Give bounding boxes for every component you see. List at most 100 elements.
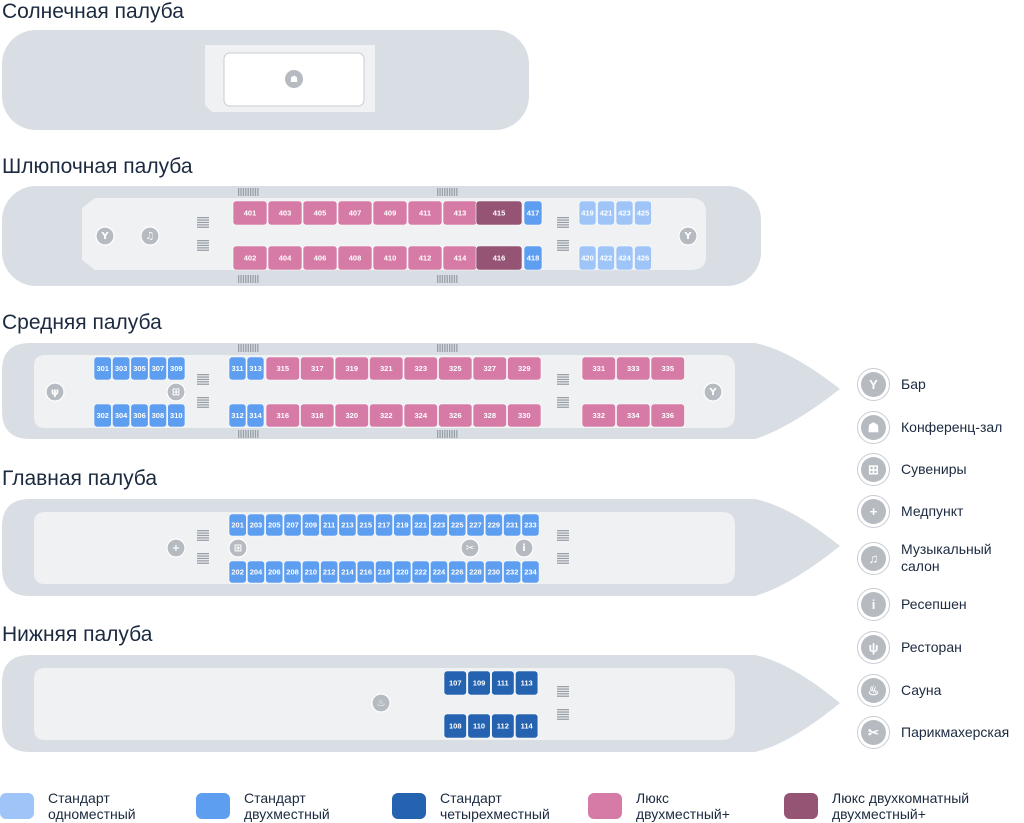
cabin-410[interactable]: 410 <box>372 245 408 271</box>
cabin-418[interactable]: 418 <box>523 245 543 271</box>
cabin-401[interactable]: 401 <box>232 200 268 226</box>
cabin-217[interactable]: 217 <box>375 513 393 537</box>
cabin-333[interactable]: 333 <box>616 356 651 381</box>
cabin-409[interactable]: 409 <box>372 200 408 226</box>
cabin-329[interactable]: 329 <box>507 356 542 381</box>
cabin-317[interactable]: 317 <box>300 356 335 381</box>
cabin-315[interactable]: 315 <box>265 356 300 381</box>
cabin-424[interactable]: 424 <box>615 245 634 271</box>
cabin-318[interactable]: 318 <box>300 403 335 428</box>
cabin-112[interactable]: 112 <box>491 713 515 739</box>
cabin-109[interactable]: 109 <box>467 670 491 696</box>
cabin-301[interactable]: 301 <box>93 356 112 381</box>
cabin-314[interactable]: 314 <box>246 403 265 428</box>
cabin-202[interactable]: 202 <box>228 560 247 584</box>
cabin-326[interactable]: 326 <box>438 403 473 428</box>
cabin-224[interactable]: 224 <box>429 560 448 584</box>
cabin-220[interactable]: 220 <box>393 560 412 584</box>
cabin-204[interactable]: 204 <box>247 560 265 584</box>
cabin-211[interactable]: 211 <box>320 513 339 537</box>
cabin-310[interactable]: 310 <box>167 403 186 428</box>
cabin-336[interactable]: 336 <box>650 403 685 428</box>
cabin-312[interactable]: 312 <box>228 403 247 428</box>
cabin-208[interactable]: 208 <box>283 560 302 584</box>
cabin-323[interactable]: 323 <box>403 356 438 381</box>
cabin-324[interactable]: 324 <box>403 403 438 428</box>
cabin-209[interactable]: 209 <box>301 513 320 537</box>
cabin-313[interactable]: 313 <box>246 356 265 381</box>
cabin-111[interactable]: 111 <box>491 670 515 696</box>
cabin-413[interactable]: 413 <box>442 200 478 226</box>
cabin-425[interactable]: 425 <box>634 200 652 226</box>
cabin-414[interactable]: 414 <box>442 245 478 271</box>
cabin-320[interactable]: 320 <box>334 403 369 428</box>
cabin-230[interactable]: 230 <box>484 560 503 584</box>
cabin-205[interactable]: 205 <box>265 513 284 537</box>
cabin-422[interactable]: 422 <box>597 245 615 271</box>
cabin-319[interactable]: 319 <box>334 356 369 381</box>
cabin-214[interactable]: 214 <box>338 560 357 584</box>
cabin-203[interactable]: 203 <box>247 513 265 537</box>
cabin-213[interactable]: 213 <box>338 513 357 537</box>
cabin-334[interactable]: 334 <box>616 403 651 428</box>
cabin-212[interactable]: 212 <box>320 560 339 584</box>
cabin-223[interactable]: 223 <box>429 513 448 537</box>
cabin-225[interactable]: 225 <box>448 513 467 537</box>
cabin-321[interactable]: 321 <box>369 356 404 381</box>
cabin-316[interactable]: 316 <box>265 403 300 428</box>
cabin-110[interactable]: 110 <box>467 713 491 739</box>
cabin-405[interactable]: 405 <box>302 200 338 226</box>
cabin-222[interactable]: 222 <box>411 560 430 584</box>
cabin-408[interactable]: 408 <box>337 245 373 271</box>
cabin-231[interactable]: 231 <box>503 513 522 537</box>
cabin-206[interactable]: 206 <box>265 560 284 584</box>
cabin-207[interactable]: 207 <box>283 513 302 537</box>
cabin-210[interactable]: 210 <box>301 560 320 584</box>
cabin-228[interactable]: 228 <box>466 560 485 584</box>
cabin-229[interactable]: 229 <box>484 513 503 537</box>
cabin-219[interactable]: 219 <box>393 513 412 537</box>
cabin-306[interactable]: 306 <box>130 403 149 428</box>
cabin-216[interactable]: 216 <box>356 560 375 584</box>
cabin-412[interactable]: 412 <box>407 245 443 271</box>
cabin-327[interactable]: 327 <box>472 356 507 381</box>
cabin-308[interactable]: 308 <box>148 403 167 428</box>
cabin-303[interactable]: 303 <box>112 356 131 381</box>
cabin-304[interactable]: 304 <box>112 403 131 428</box>
cabin-328[interactable]: 328 <box>472 403 507 428</box>
cabin-322[interactable]: 322 <box>369 403 404 428</box>
cabin-307[interactable]: 307 <box>148 356 167 381</box>
cabin-415[interactable]: 415 <box>475 200 523 226</box>
cabin-309[interactable]: 309 <box>167 356 186 381</box>
cabin-305[interactable]: 305 <box>130 356 149 381</box>
cabin-226[interactable]: 226 <box>448 560 467 584</box>
cabin-227[interactable]: 227 <box>466 513 485 537</box>
cabin-426[interactable]: 426 <box>634 245 652 271</box>
cabin-423[interactable]: 423 <box>615 200 634 226</box>
cabin-406[interactable]: 406 <box>302 245 338 271</box>
cabin-417[interactable]: 417 <box>523 200 543 226</box>
cabin-332[interactable]: 332 <box>581 403 616 428</box>
cabin-331[interactable]: 331 <box>581 356 616 381</box>
cabin-403[interactable]: 403 <box>267 200 303 226</box>
cabin-311[interactable]: 311 <box>228 356 247 381</box>
cabin-416[interactable]: 416 <box>475 245 523 271</box>
cabin-218[interactable]: 218 <box>375 560 393 584</box>
cabin-330[interactable]: 330 <box>507 403 542 428</box>
cabin-232[interactable]: 232 <box>503 560 522 584</box>
cabin-113[interactable]: 113 <box>515 670 539 696</box>
cabin-404[interactable]: 404 <box>267 245 303 271</box>
cabin-402[interactable]: 402 <box>232 245 268 271</box>
cabin-201[interactable]: 201 <box>228 513 247 537</box>
cabin-419[interactable]: 419 <box>578 200 597 226</box>
cabin-420[interactable]: 420 <box>578 245 597 271</box>
cabin-114[interactable]: 114 <box>515 713 539 739</box>
cabin-411[interactable]: 411 <box>407 200 443 226</box>
cabin-221[interactable]: 221 <box>411 513 430 537</box>
cabin-233[interactable]: 233 <box>521 513 540 537</box>
cabin-325[interactable]: 325 <box>438 356 473 381</box>
cabin-234[interactable]: 234 <box>521 560 540 584</box>
cabin-215[interactable]: 215 <box>356 513 375 537</box>
cabin-107[interactable]: 107 <box>443 670 467 696</box>
cabin-302[interactable]: 302 <box>93 403 112 428</box>
